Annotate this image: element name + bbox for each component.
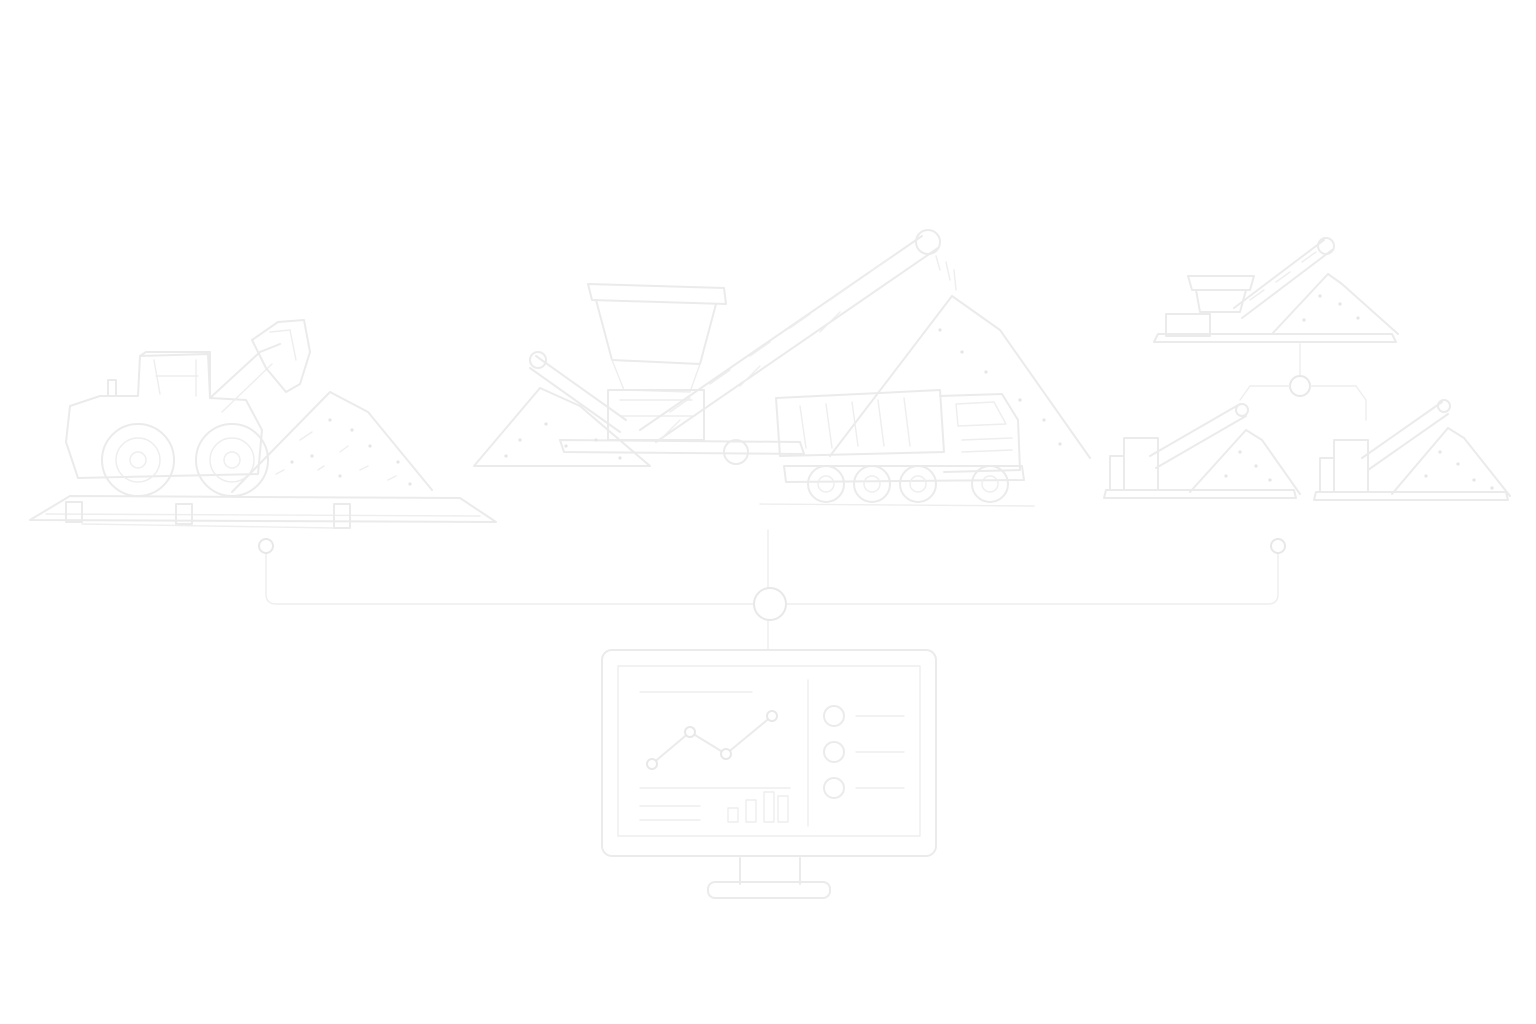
mobile-stacker-icon: [1313, 399, 1511, 501]
wheel-loader-icon: [65, 319, 311, 497]
weighbridge-icon: [29, 495, 497, 529]
network-connector: [258, 529, 1286, 651]
list-item-icon: [823, 705, 905, 727]
dump-truck-icon: [759, 389, 1035, 507]
network-node-icon: [753, 587, 787, 621]
plant-link-lines: [1239, 343, 1367, 421]
list-item-icon: [823, 741, 905, 763]
bar-chart-icon: [639, 791, 789, 823]
network-node-icon: [1270, 538, 1286, 554]
monitor-dashboard-icon: [601, 649, 937, 899]
mobile-stacker-icon: [1103, 403, 1301, 499]
small-screening-plant-icon: [1153, 237, 1399, 343]
list-item-icon: [823, 777, 905, 799]
material-pile-icon: [473, 387, 651, 467]
network-node-icon: [258, 538, 274, 554]
line-chart-icon: [646, 710, 778, 770]
material-pile-icon: [231, 391, 433, 493]
material-pile-icon: [829, 295, 1091, 459]
crushing-screening-plant-icon: [529, 229, 957, 465]
